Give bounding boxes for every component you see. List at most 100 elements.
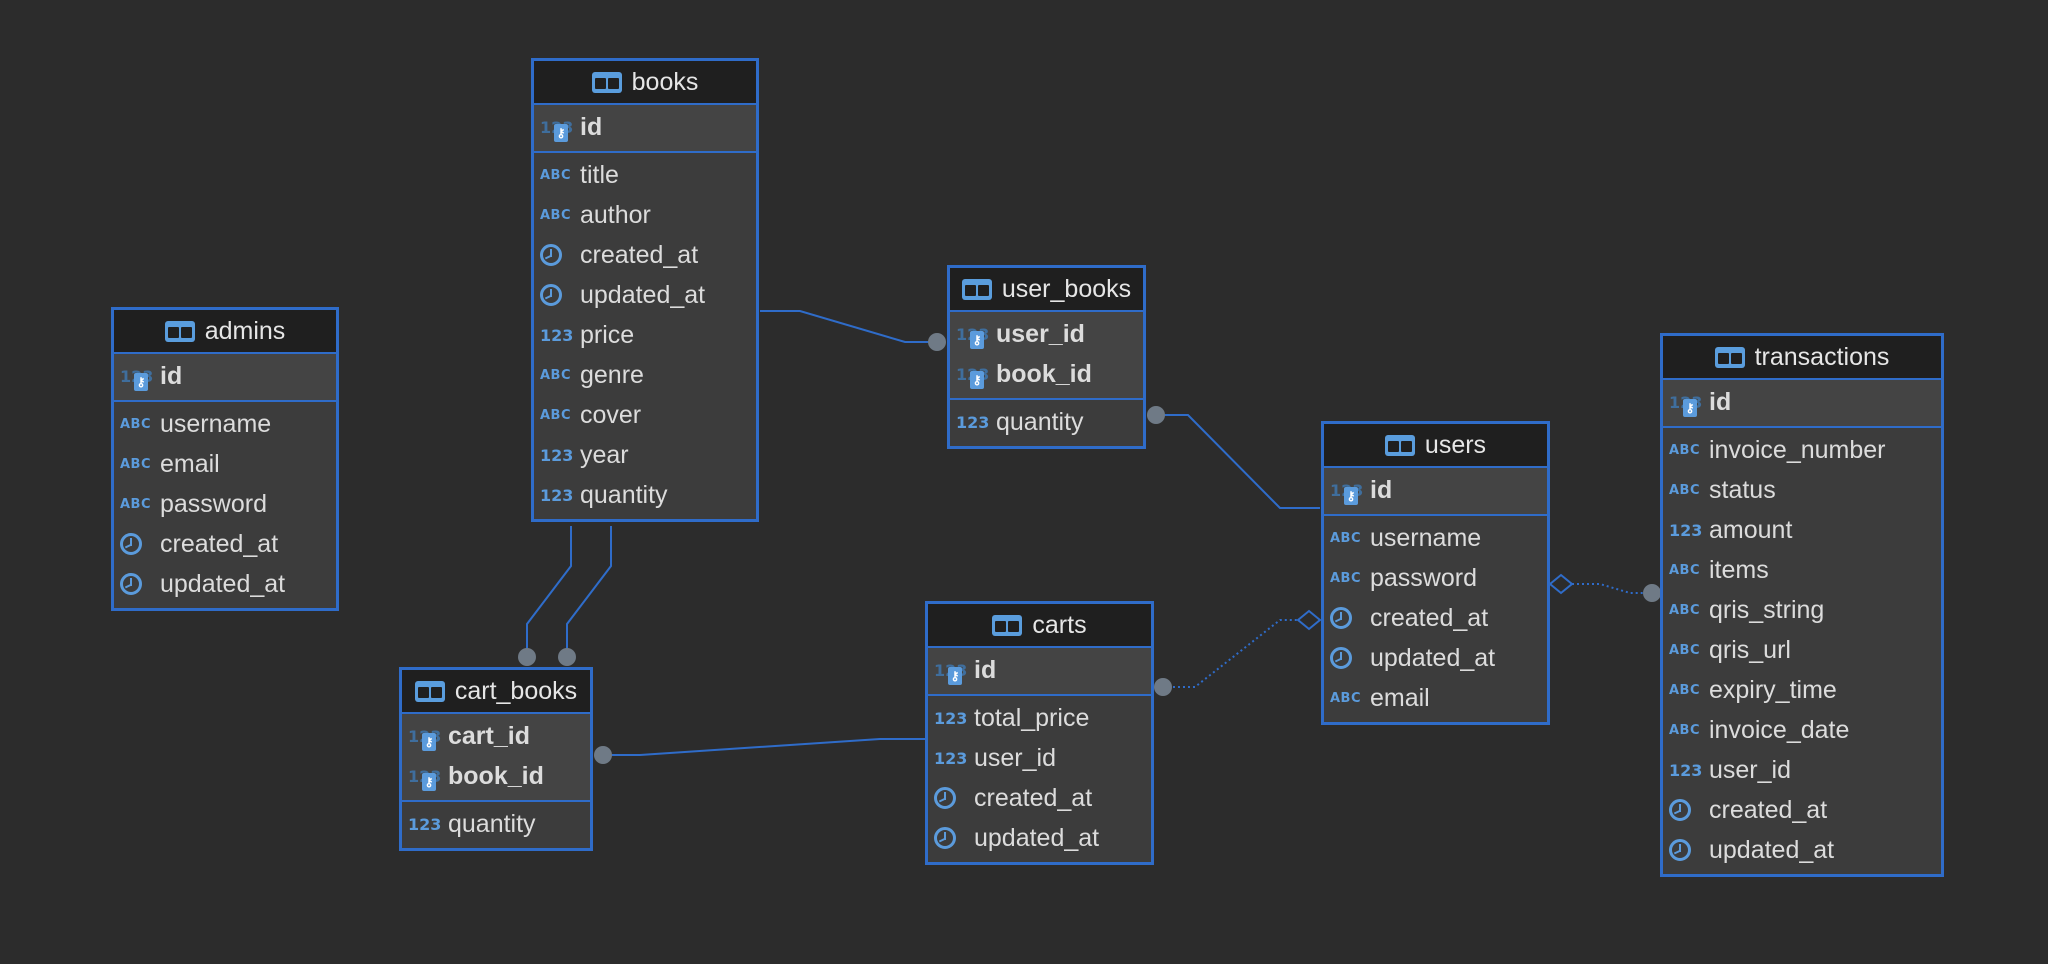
table-name: cart_books bbox=[454, 676, 578, 705]
link-books-cart-books-1[interactable] bbox=[526, 526, 572, 656]
table-header[interactable]: admins bbox=[114, 310, 336, 354]
connector-diamond-users-transactions[interactable] bbox=[1548, 573, 1574, 595]
column-row[interactable]: updated_at bbox=[1663, 830, 1941, 870]
table-admins[interactable]: admins123⚷idABCusernameABCemailABCpasswo… bbox=[111, 307, 339, 611]
column-name: cover bbox=[580, 400, 642, 429]
column-row[interactable]: created_at bbox=[534, 235, 756, 275]
column-name: updated_at bbox=[1709, 835, 1835, 864]
table-header[interactable]: books bbox=[534, 61, 756, 105]
table-header[interactable]: cart_books bbox=[402, 670, 590, 714]
column-row[interactable]: created_at bbox=[114, 524, 336, 564]
primary-key-icon: 123⚷ bbox=[1669, 393, 1703, 417]
link-users-transactions[interactable] bbox=[1562, 583, 1652, 594]
table-name: users bbox=[1424, 430, 1487, 459]
key-column-row[interactable]: 123⚷id bbox=[534, 107, 756, 147]
table-header[interactable]: user_books bbox=[950, 268, 1143, 312]
primary-key-icon: 123⚷ bbox=[408, 727, 442, 751]
table-icon bbox=[1714, 346, 1745, 368]
column-row[interactable]: created_at bbox=[1324, 598, 1547, 638]
column-row[interactable]: created_at bbox=[928, 778, 1151, 818]
primary-key-icon: 123⚷ bbox=[1330, 481, 1364, 505]
connector-diamond-users-carts[interactable] bbox=[1296, 609, 1322, 631]
key-column-row[interactable]: 123⚷id bbox=[114, 356, 336, 396]
key-column-row[interactable]: 123⚷id bbox=[1324, 470, 1547, 510]
column-name: username bbox=[1370, 523, 1482, 552]
column-row[interactable]: updated_at bbox=[534, 275, 756, 315]
key-column-row[interactable]: 123⚷id bbox=[1663, 382, 1941, 422]
key-column-row[interactable]: 123⚷id bbox=[928, 650, 1151, 690]
table-cart-books[interactable]: cart_books123⚷cart_id123⚷book_id123quant… bbox=[399, 667, 593, 851]
primary-key-section: 123⚷id bbox=[1663, 380, 1941, 428]
key-column-row[interactable]: 123⚷book_id bbox=[402, 756, 590, 796]
number-type-icon: 123 bbox=[956, 412, 990, 432]
connector-dot-cart-books-1[interactable] bbox=[518, 648, 536, 666]
table-users[interactable]: users 123⚷idABCusernameABCpasswordcreated… bbox=[1321, 421, 1550, 725]
clock-icon bbox=[1669, 799, 1703, 821]
connector-dot-cart-books-2[interactable] bbox=[558, 648, 576, 666]
primary-key-icon: 123⚷ bbox=[408, 767, 442, 791]
link-user-books-users[interactable] bbox=[1155, 414, 1320, 509]
table-header[interactable]: users bbox=[1324, 424, 1547, 468]
table-name: user_books bbox=[1001, 274, 1132, 303]
connector-dot-transactions[interactable] bbox=[1643, 584, 1661, 602]
key-column-row[interactable]: 123⚷user_id bbox=[950, 314, 1143, 354]
column-name: id bbox=[1370, 475, 1393, 504]
column-row[interactable]: updated_at bbox=[1324, 638, 1547, 678]
key-column-row[interactable]: 123⚷book_id bbox=[950, 354, 1143, 394]
key-icon: ⚷ bbox=[422, 772, 436, 791]
table-icon bbox=[414, 680, 445, 702]
table-header[interactable]: transactions bbox=[1663, 336, 1941, 380]
column-row[interactable]: updated_at bbox=[928, 818, 1151, 858]
link-cart-books-carts[interactable] bbox=[603, 738, 925, 756]
table-icon bbox=[961, 278, 992, 300]
link-carts-users[interactable] bbox=[1163, 619, 1310, 688]
key-column-row[interactable]: 123⚷cart_id bbox=[402, 716, 590, 756]
column-name: id bbox=[160, 361, 183, 390]
primary-key-icon: 123⚷ bbox=[956, 325, 990, 349]
connector-dot-cart-books-quantity[interactable] bbox=[594, 746, 612, 764]
column-row[interactable]: updated_at bbox=[114, 564, 336, 604]
table-header[interactable]: carts bbox=[928, 604, 1151, 648]
connector-dot-carts[interactable] bbox=[1154, 678, 1172, 696]
link-books-cart-books-2[interactable] bbox=[566, 526, 612, 656]
column-row[interactable]: created_at bbox=[1663, 790, 1941, 830]
connector-dot-user-books[interactable] bbox=[928, 333, 946, 351]
table-transactions[interactable]: transactions123⚷idABCinvoice_numberABCst… bbox=[1660, 333, 1944, 877]
connector-dot-user-books-quantity[interactable] bbox=[1147, 406, 1165, 424]
table-carts[interactable]: carts123⚷id 123total_price123user_idcreat… bbox=[925, 601, 1154, 865]
primary-key-icon: 123⚷ bbox=[540, 118, 574, 142]
table-books[interactable]: books 123⚷idABCtitleABCauthorcreated_atup… bbox=[531, 58, 759, 522]
column-name: year bbox=[580, 440, 629, 469]
link-books-user-books[interactable] bbox=[760, 310, 936, 343]
table-name: books bbox=[631, 67, 699, 96]
